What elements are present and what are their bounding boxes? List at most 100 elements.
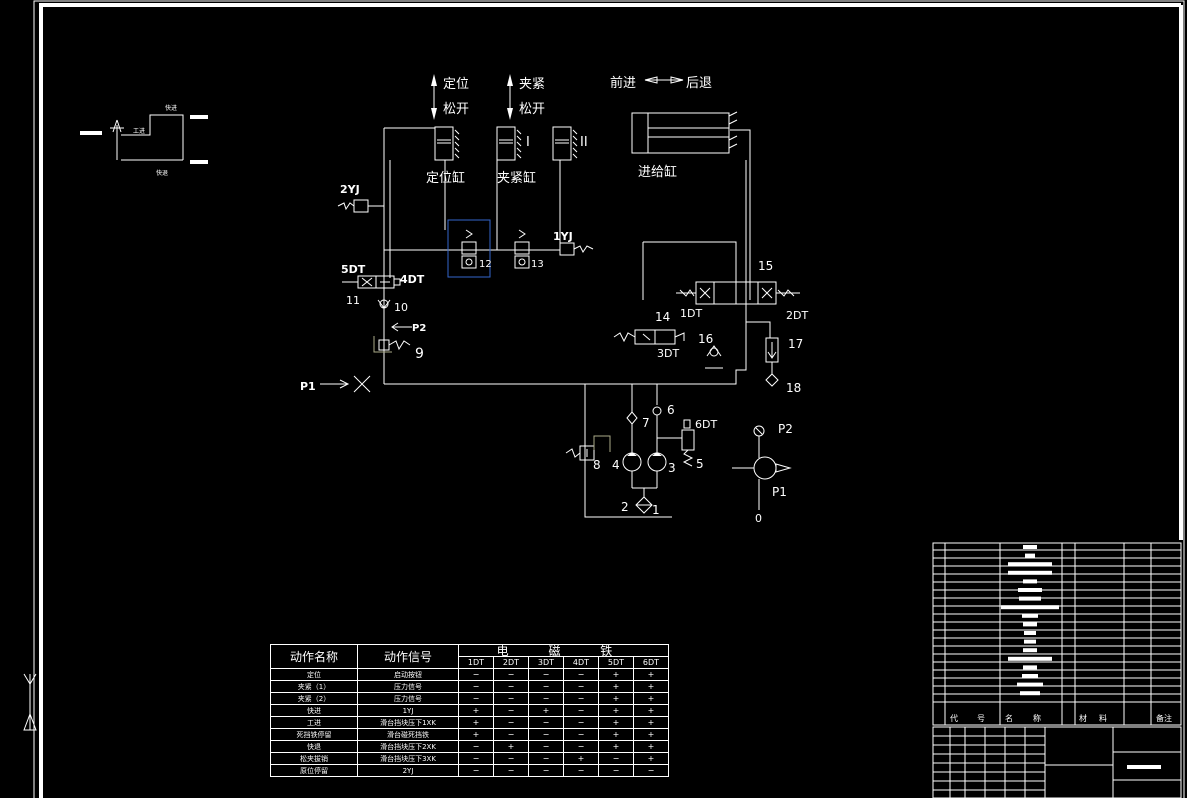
magnet-state: + [597, 692, 634, 705]
action-signal: 滑台挡块压下3XK [357, 752, 459, 765]
magnet-state: − [562, 716, 599, 729]
magnet-state: + [632, 680, 670, 693]
filter-1-icon [635, 496, 653, 514]
magnet-header-6dt: 6DT [632, 656, 670, 669]
magnet-state: + [597, 680, 634, 693]
magnet-state: + [527, 704, 564, 717]
feed-direction-arrow-icon [644, 76, 684, 84]
magnet-state: − [597, 764, 634, 777]
magnet-state: − [527, 728, 564, 741]
magnet-state: + [632, 716, 670, 729]
action-signal: 压力信号 [357, 692, 459, 705]
label-3dt: 3DT [657, 347, 679, 360]
locate-cylinder-label: 定位缸 [426, 170, 465, 186]
table-row: 工进滑台挡块压下1XK+−−−++ [270, 716, 670, 729]
table-row: 夹紧（2）压力信号−−−−++ [270, 692, 670, 705]
magnet-state: − [527, 764, 564, 777]
table-row: 定位启动按钮−−−−++ [270, 668, 670, 681]
col-magnet-header: 电 磁 铁 [458, 644, 669, 657]
magnet-state: − [527, 668, 564, 681]
label-3: 3 [668, 461, 676, 475]
directional-valve-15 [676, 281, 800, 305]
parts-name-placeholder [1019, 596, 1041, 601]
label-1: 1 [652, 503, 660, 517]
label-2: 2 [621, 500, 629, 514]
magnet-state: − [492, 692, 529, 705]
magnet-state: − [632, 764, 670, 777]
magnet-state: − [527, 740, 564, 753]
unloading-valve-5 [657, 419, 695, 467]
locate-direction-arrow-icon [431, 74, 437, 120]
magnet-state: − [562, 728, 599, 741]
parts-name-placeholder [1022, 613, 1038, 618]
clamp-cylinder-2 [552, 126, 578, 161]
magnet-state: − [458, 680, 494, 693]
work-cycle-diagram: 快进 工进 快退 [80, 104, 208, 177]
check-valve-10 [377, 299, 391, 309]
pressure-gauge-icon [732, 425, 792, 510]
cycle-fast-back: 快退 [156, 169, 168, 177]
label-1yj: 1YJ [553, 230, 573, 243]
check-valve-7 [626, 411, 638, 454]
parts-list: 代 号 名 称 材 料 备注 [932, 542, 1182, 726]
gauge-zero-label: 0 [755, 512, 762, 525]
label-9: 9 [415, 346, 424, 362]
parts-name-placeholder [1023, 579, 1037, 584]
magnet-state: + [632, 692, 670, 705]
magnet-header-4dt: 4DT [562, 656, 599, 669]
parts-name-placeholder [1024, 631, 1036, 635]
magnet-state: − [562, 692, 599, 705]
label-5: 5 [696, 457, 704, 471]
parts-footer-5: 材 [1079, 713, 1087, 723]
valve-12 [447, 219, 491, 278]
label-1dt: 1DT [680, 307, 702, 320]
parts-footer-7: 备注 [1156, 713, 1172, 723]
magnet-state: + [458, 716, 494, 729]
label-2dt: 2DT [786, 309, 808, 322]
clamp-cylinder-label: 夹紧缸 [497, 170, 536, 186]
label-7: 7 [642, 416, 650, 430]
action-name: 原位停留 [270, 764, 358, 777]
filter-18 [765, 362, 779, 387]
parts-name-placeholder [1023, 648, 1037, 653]
cycle-fast-in: 快进 [165, 104, 177, 112]
magnet-state: + [597, 740, 634, 753]
label-4: 4 [612, 458, 620, 472]
pump-3-icon [647, 452, 667, 488]
action-signal: 启动按钮 [357, 668, 459, 681]
magnet-state: + [632, 728, 670, 741]
action-name: 工进 [270, 716, 358, 729]
magnet-state: − [527, 752, 564, 765]
label-13: 13 [531, 259, 544, 270]
check-valve-6 [652, 406, 662, 454]
clamp-2-label: II [580, 135, 588, 150]
action-signal: 1YJ [357, 704, 459, 717]
feed-cylinder [631, 111, 738, 154]
parts-footer-3: 名 [1005, 713, 1013, 723]
parts-name-placeholder [1024, 639, 1036, 644]
magnet-state: − [562, 668, 599, 681]
magnet-state: + [492, 740, 529, 753]
magnet-state: − [458, 740, 494, 753]
valve-13 [514, 229, 530, 269]
label-8: 8 [593, 458, 601, 472]
table-row: 夹紧（1）压力信号−−−−++ [270, 680, 670, 693]
valve-17 [765, 337, 779, 363]
label-16: 16 [698, 332, 713, 346]
parts-name-placeholder [1018, 588, 1042, 592]
magnet-state: + [632, 752, 670, 765]
sequence-valve-9 [373, 336, 411, 353]
clamp-direction-arrow-icon [507, 74, 513, 120]
label-12: 12 [479, 259, 492, 270]
magnet-state: − [562, 680, 599, 693]
parts-name-placeholder [1023, 622, 1037, 627]
magnet-state: − [492, 752, 529, 765]
gauge-p1-label: P1 [772, 485, 787, 499]
magnet-header-1dt: 1DT [458, 656, 494, 669]
action-signal: 2YJ [357, 764, 459, 777]
col-action-header: 动作名称 [270, 644, 358, 669]
p2-port-arrow-icon [391, 322, 412, 332]
parts-name-placeholder [1023, 545, 1037, 549]
